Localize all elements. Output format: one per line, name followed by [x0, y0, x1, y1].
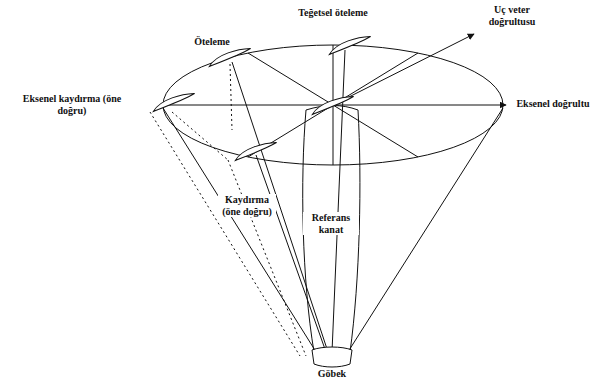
part-label: Kaydırma (öne doğru): [218, 194, 276, 217]
cone-line: [163, 108, 318, 355]
part-label: Öteleme: [193, 36, 231, 48]
projection-line: [172, 112, 228, 160]
part-label: Eksenel kaydırma (öne doğru): [16, 93, 128, 116]
part-label: Uç veter doğrultusu: [478, 4, 546, 27]
projection-line: [230, 64, 232, 130]
projection-line: [150, 112, 300, 356]
part-label: Referans kanat: [303, 212, 359, 235]
construction-line: [332, 50, 345, 352]
blade-section: [151, 93, 196, 112]
part-label: Teğetsel öteleme: [297, 7, 368, 19]
blade-section: [233, 142, 278, 161]
spoke-line: [163, 105, 333, 106]
blade-section: [207, 48, 252, 67]
projection-line: [228, 160, 306, 356]
cone-line: [346, 108, 503, 355]
axial-arrow: [333, 105, 506, 106]
blade-section: [310, 96, 355, 115]
part-label: Göbek: [317, 368, 347, 380]
construction-line: [256, 155, 326, 352]
blade-section: [327, 36, 372, 55]
hub-shape: [312, 347, 352, 367]
part-label: Eksenel doğrultu: [515, 98, 590, 110]
